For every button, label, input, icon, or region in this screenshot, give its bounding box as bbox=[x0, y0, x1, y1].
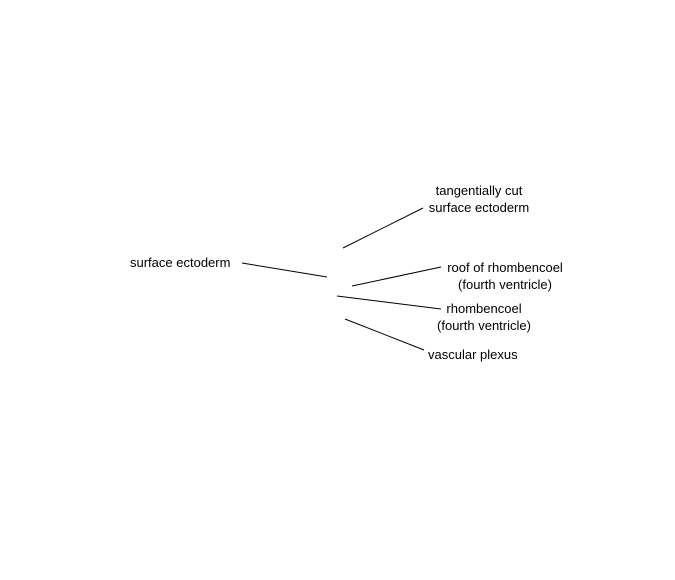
label-rhombencoel: rhombencoel (fourth ventricle) bbox=[432, 300, 536, 334]
label-rhombencoel-line2: (fourth ventricle) bbox=[437, 318, 531, 333]
label-tangentially-cut-line2: surface ectoderm bbox=[428, 200, 530, 215]
leader-line-tangentially-cut bbox=[342, 207, 424, 249]
leader-line-roof-rhombencoel bbox=[351, 266, 442, 287]
label-rhombencoel-line1: rhombencoel bbox=[446, 301, 522, 316]
label-vascular-plexus: vascular plexus bbox=[428, 346, 518, 363]
leader-line-surface-ectoderm bbox=[241, 262, 328, 278]
label-tangentially-cut-surface-ectoderm: tangentially cut surface ectoderm bbox=[424, 182, 534, 216]
label-tangentially-cut-line1: tangentially cut bbox=[435, 183, 523, 198]
label-roof-of-rhombencoel: roof of rhombencoel (fourth ventricle) bbox=[442, 259, 568, 293]
label-roof-rhombencoel-line1: roof of rhombencoel bbox=[447, 260, 563, 275]
leader-line-rhombencoel bbox=[336, 295, 442, 310]
leader-line-vascular-plexus bbox=[344, 318, 425, 351]
label-surface-ectoderm: surface ectoderm bbox=[130, 254, 230, 271]
label-vascular-plexus-text: vascular plexus bbox=[428, 347, 518, 362]
label-surface-ectoderm-text: surface ectoderm bbox=[130, 255, 231, 270]
label-roof-rhombencoel-line2: (fourth ventricle) bbox=[458, 277, 552, 292]
